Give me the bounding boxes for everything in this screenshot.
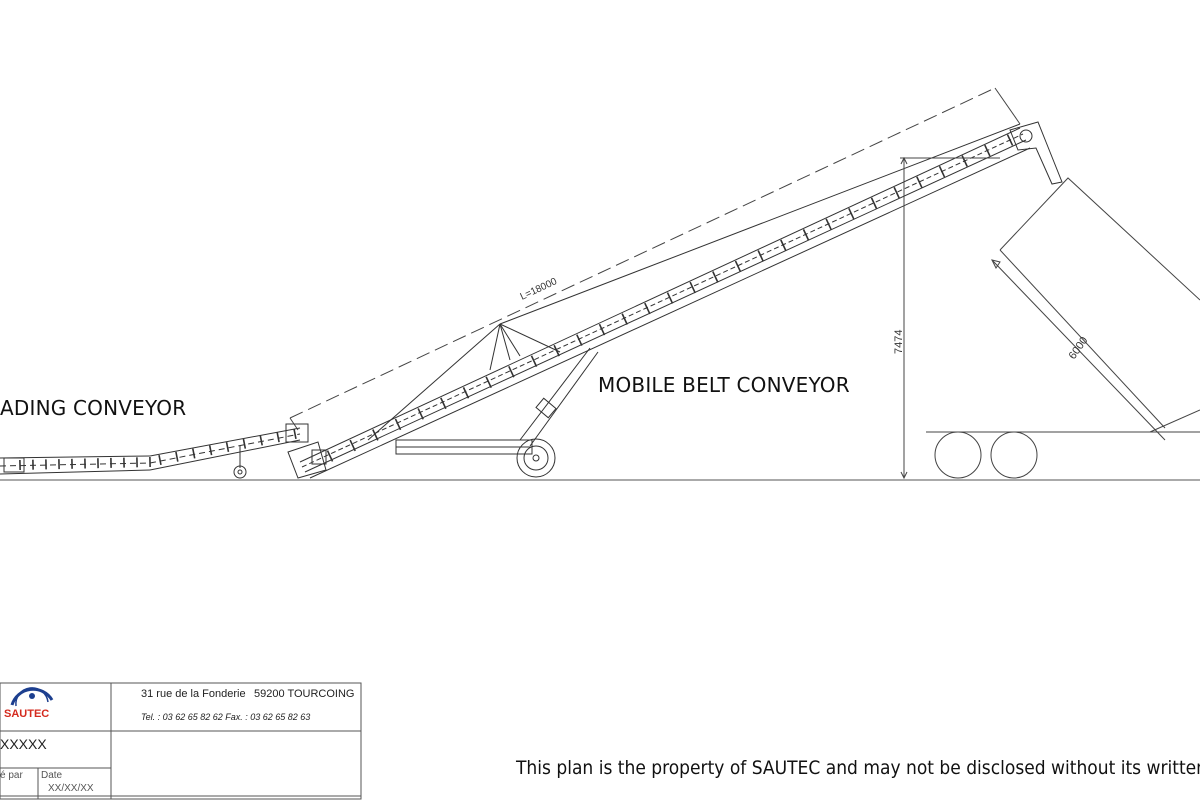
roller [225,441,230,453]
roller [712,271,719,283]
roller [825,218,832,231]
roller [576,334,583,346]
height-dimension [900,156,1000,480]
roller [621,313,628,325]
roller [666,292,674,304]
roller [802,229,810,241]
roller [192,448,196,459]
roller [158,454,162,466]
roller [598,323,606,336]
roller [916,176,923,188]
loading-conveyor-label: ADING CONVEYOR [0,396,187,420]
roller [175,451,179,462]
roller [644,302,651,315]
title-block-reference: XXXXX [0,736,47,752]
diagonal-dimension-label: 6000 [1067,335,1091,362]
title-block-drawn-by-label: é par [0,770,23,781]
roller [417,408,424,420]
roller [462,387,470,399]
sautec-logo: SAUTEC [4,687,54,720]
title-block-city: 59200 TOURCOING [254,688,355,700]
loading-wheel [233,465,247,479]
roller [485,376,492,389]
truck-wheel-1 [934,431,982,479]
roller [553,344,560,357]
truck [926,177,1200,479]
truck-wheel-2 [990,431,1038,479]
roller [326,450,334,462]
roller [1006,134,1014,146]
roller [938,165,946,178]
roller [689,281,696,294]
loading-conveyor [0,423,309,479]
roller [208,445,213,456]
mobile-belt-conveyor-label: MOBILE BELT CONVEYOR [598,373,850,397]
mobile-belt-conveyor [287,121,1063,479]
roller [293,428,297,440]
roller [508,365,515,378]
roller [259,435,263,446]
roller [780,239,787,252]
title-block-address: 31 rue de la Fonderie [141,688,246,700]
roller [734,260,742,273]
title-block-date-value: XX/XX/XX [48,783,94,794]
height-dimension-label: 7474 [893,330,905,354]
roller [893,186,900,199]
main-rollers [326,134,1014,462]
roller [961,155,968,167]
main-wheel [516,438,556,478]
roller [276,432,280,443]
roller [757,250,764,262]
roller [242,438,247,449]
roller [349,439,356,452]
roller [870,197,878,209]
property-notice: This plan is the property of SAUTEC and … [516,757,1200,779]
title-block-frame [0,682,362,800]
roller [530,355,538,367]
roller [372,429,379,441]
title-block-date-label: Date [41,770,63,781]
roller [394,418,402,431]
loading-rollers [19,428,297,471]
title-block-phone-fax: Tel. : 03 62 65 82 62 Fax. : 03 62 65 82… [141,712,311,722]
roller [848,207,855,220]
length-dimension [289,87,1021,431]
length-dimension-label: L=18000 [519,276,560,303]
roller [440,397,447,410]
svg-text:SAUTEC: SAUTEC [4,708,49,720]
roller [984,144,991,157]
